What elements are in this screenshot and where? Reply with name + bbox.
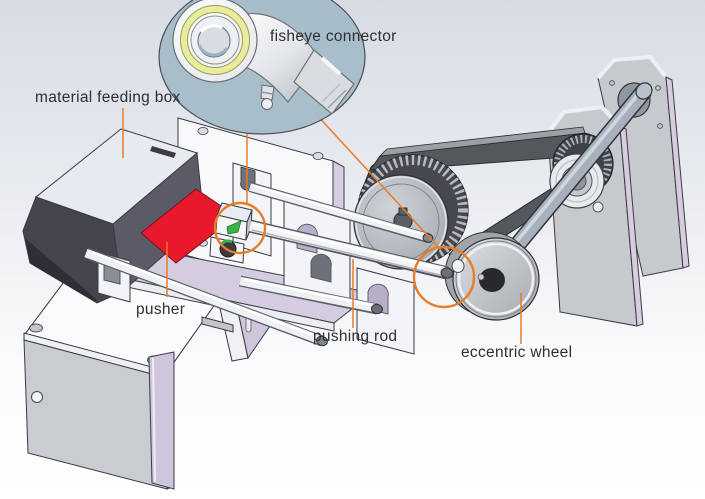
- annotations: [122, 34, 522, 344]
- leg-brace: [201, 316, 234, 333]
- screw-hole: [609, 80, 615, 86]
- hub-setscrew: [477, 273, 485, 281]
- panel-hole: [31, 391, 43, 403]
- screw: [197, 126, 209, 136]
- crank-pin-hole: [451, 259, 465, 273]
- label-material-feeding-box: material feeding box: [35, 89, 181, 106]
- drive-shaft: [488, 82, 653, 278]
- upper-guide-rod: [248, 182, 434, 243]
- bore-reflection: [197, 44, 229, 57]
- material-feeding-box: [22, 128, 205, 304]
- screw: [29, 323, 43, 333]
- wheel-hub: [479, 268, 505, 292]
- label-pushing-rod: pushing rod: [313, 328, 397, 345]
- timing-pulley-large: [353, 154, 469, 270]
- box-hopper-shadow: [25, 238, 97, 303]
- rod-end-cap: [440, 267, 454, 279]
- bearing-bracket-right: [356, 267, 415, 355]
- screw-hole: [655, 85, 661, 91]
- green-lever: [226, 220, 242, 235]
- screw-hole: [657, 123, 663, 129]
- fisheye-connector-detail: [172, 0, 355, 115]
- highlight-circle-fisheye: [213, 201, 267, 255]
- rod-end-cap: [422, 233, 434, 243]
- grease-nipple-tip: [261, 98, 273, 110]
- rod-end-cap: [371, 303, 383, 315]
- bearing-bracket-middle: [283, 195, 351, 304]
- highlight-circle-rod-end: [412, 245, 476, 309]
- connecting-rod-bar: [248, 219, 454, 280]
- label-fisheye-connector: fisheye connector: [270, 28, 397, 45]
- rod-end-cap: [316, 335, 328, 347]
- box-top-slot: [150, 146, 176, 158]
- detail-callout: [158, 0, 366, 135]
- label-eccentric-wheel: eccentric wheel: [461, 344, 572, 361]
- shaft-end: [635, 82, 653, 100]
- flange-ear: [592, 201, 604, 213]
- pulley-teeth: [554, 135, 612, 193]
- screw: [312, 151, 324, 161]
- guide-rod-lower-left: [84, 247, 328, 347]
- bracket-arch: [310, 253, 332, 283]
- callout-leader-right: [314, 112, 442, 251]
- bearing-yellow-seal: [180, 5, 250, 75]
- label-pusher: pusher: [136, 301, 185, 318]
